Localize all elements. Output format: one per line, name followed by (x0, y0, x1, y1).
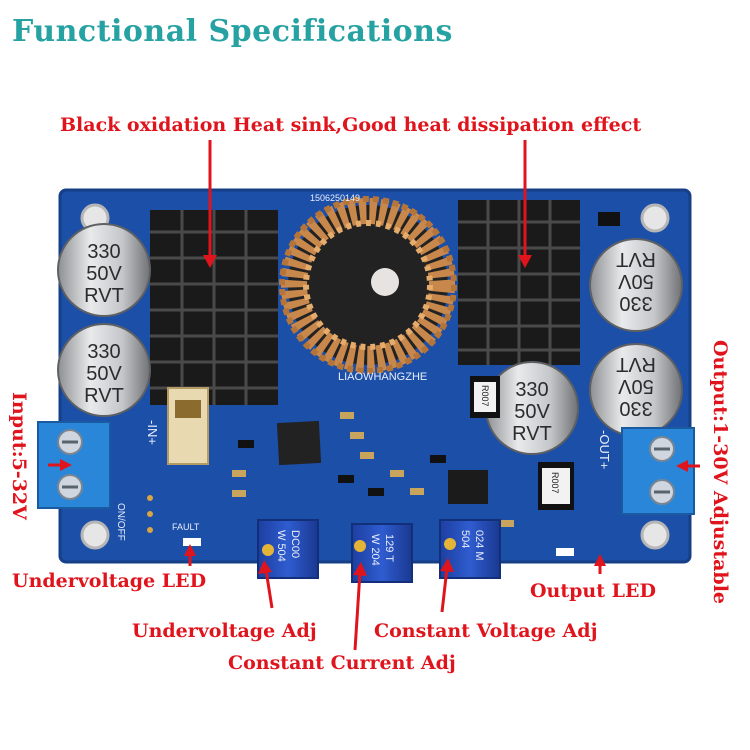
out-pins-label: -OUT+ (597, 430, 612, 469)
inductor-marking: LIAOWHANGZHE (338, 371, 427, 383)
cap2-value: 330 (87, 341, 120, 363)
fuse (167, 387, 209, 465)
constant-voltage-adj-callout: Constant Voltage Adj (374, 620, 598, 642)
heatsink-right (458, 200, 580, 365)
input-terminal (37, 421, 111, 509)
on-off-label: ON/OFF (115, 503, 126, 541)
pot-right-code: 504 (459, 530, 471, 548)
cap1-voltage: 50V (86, 263, 122, 285)
cap2-brand: RVT (84, 385, 124, 407)
cap4-brand: RVT (616, 353, 656, 375)
mounting-hole-icon (640, 203, 670, 233)
pot-left-code: W 504 (275, 530, 287, 562)
cap2-voltage: 50V (86, 363, 122, 385)
callout-arrows (48, 140, 700, 651)
cap3-value: 330 (619, 292, 652, 314)
output-led-part (556, 548, 574, 556)
pot-left-sub: DC00 (289, 530, 301, 558)
cap3-voltage: 50V (618, 270, 654, 292)
serial-number: 1506250149 (310, 193, 360, 203)
cap3-brand: RVT (616, 248, 656, 270)
pot-mid-sub: 129 T (383, 534, 395, 562)
cap5-value: 330 (515, 379, 548, 401)
mounting-hole-icon (640, 520, 670, 550)
ic-soic (448, 470, 488, 504)
cap5-voltage: 50V (514, 401, 550, 423)
fault-label: FAULT (172, 522, 200, 532)
cap5-brand: RVT (512, 423, 552, 445)
r007-right-label: R007 (550, 472, 560, 494)
output-callout: Output:1-30V Adjustable (709, 340, 731, 605)
output-terminal (621, 427, 695, 515)
in-pins-label: -IN+ (145, 420, 160, 445)
undervoltage-adj-callout: Undervoltage Adj (132, 620, 317, 642)
undervoltage-led-part (183, 538, 201, 546)
toroid-inductor (279, 196, 457, 374)
pot-right-sub: 024 M (473, 530, 485, 561)
capacitor-1 (57, 223, 151, 317)
pot-mid-code: W 204 (369, 534, 381, 566)
cap4-voltage: 50V (618, 375, 654, 397)
heatsink-left (150, 210, 278, 405)
constant-current-adj-callout: Constant Current Adj (228, 652, 456, 674)
input-callout: Input:5-32V (8, 392, 30, 520)
pot-constant-current: W 204 129 T (351, 523, 413, 583)
cap1-brand: RVT (84, 285, 124, 307)
capacitor-3 (589, 238, 683, 332)
heatsink-callout: Black oxidation Heat sink,Good heat diss… (60, 114, 642, 136)
page-title: Functional Specifications (12, 14, 453, 49)
undervoltage-led-callout: Undervoltage LED (12, 570, 207, 592)
output-led-callout: Output LED (530, 580, 656, 602)
capacitor-2 (57, 323, 151, 417)
ic-chip (276, 420, 322, 466)
cap4-value: 330 (619, 397, 652, 419)
r007-left-label: R007 (480, 385, 490, 407)
cap1-value: 330 (87, 241, 120, 263)
mounting-hole-icon (80, 520, 110, 550)
